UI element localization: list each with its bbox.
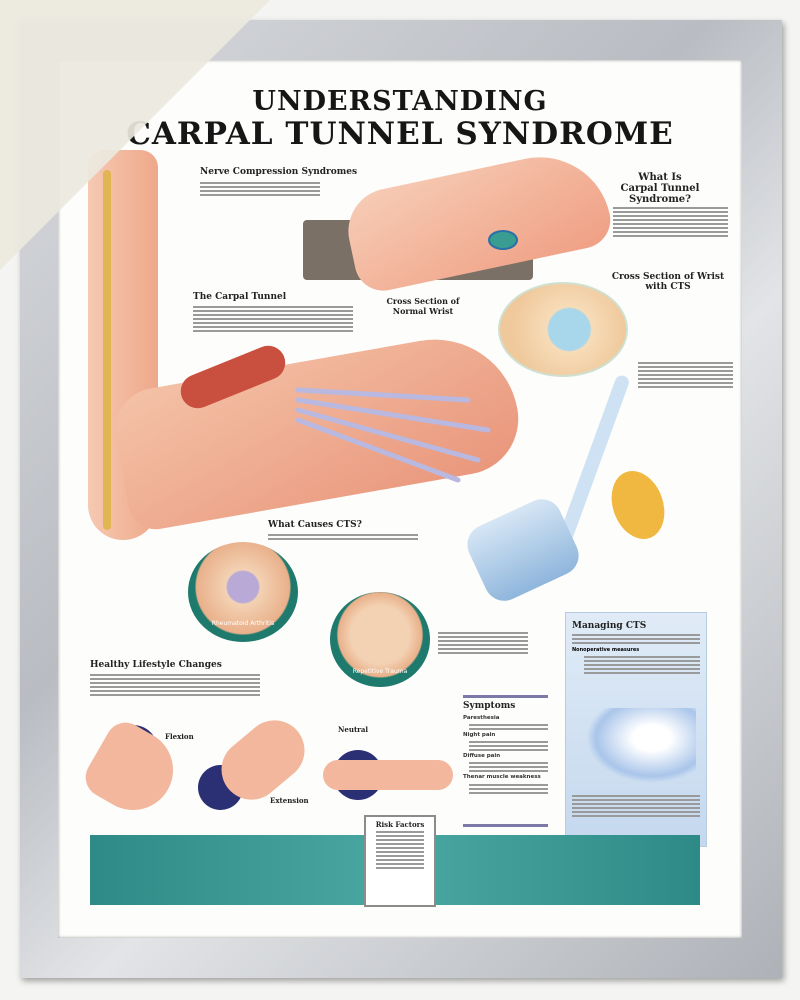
heading-cross-section-cts: Cross Section of Wrist with CTS xyxy=(611,272,725,292)
neutral-hand xyxy=(323,760,453,790)
label-neutral: Neutral xyxy=(338,725,369,734)
median-nerve-illustration xyxy=(103,170,111,530)
heading-risk-factors: Risk Factors xyxy=(375,820,425,829)
protective-sheet-overlay xyxy=(0,0,270,270)
managing-cts-panel: Managing CTS Nonoperative measures xyxy=(565,612,707,847)
nerve-fiber-illustration xyxy=(602,463,674,547)
repetitive-label: Repetitive Trauma xyxy=(352,668,408,675)
symptom-item: Thenar muscle weakness xyxy=(463,774,541,781)
heading-nerve-compression: Nerve Compression Syndromes xyxy=(200,167,358,177)
risk-factors-box: Risk Factors xyxy=(364,815,436,907)
repetitive-trauma-circle: Repetitive Trauma xyxy=(330,592,430,687)
tendons-illustration xyxy=(295,387,491,483)
symptom-item: Diffuse pain xyxy=(463,753,501,760)
divider xyxy=(463,824,548,827)
symptoms-list: Paresthesia Night pain Diffuse pain Then… xyxy=(463,715,548,796)
nerve-bundle-illustration xyxy=(460,492,586,608)
rheumatoid-label: Rheumatoid Arthritis xyxy=(211,620,275,627)
heading-healthy-lifestyle: Healthy Lifestyle Changes xyxy=(90,660,222,670)
heading-what-is-cts: What Is Carpal Tunnel Syndrome? xyxy=(620,172,700,205)
heading-what-causes: What Causes CTS? xyxy=(268,520,362,530)
heading-symptoms: Symptoms xyxy=(463,701,516,711)
divider xyxy=(463,695,548,698)
sleeping-person-illustration xyxy=(586,708,696,783)
poster-title-line1: UNDERSTANDING xyxy=(252,86,548,117)
heading-carpal-tunnel: The Carpal Tunnel xyxy=(193,292,287,302)
heading-cross-section-normal: Cross Section of Normal Wrist xyxy=(386,296,460,316)
label-flexion: Flexion xyxy=(165,732,194,741)
heading-managing: Managing CTS xyxy=(572,621,647,631)
managing-subhead: Nonoperative measures xyxy=(572,647,640,653)
label-extension: Extension xyxy=(270,796,309,805)
symptom-item: Night pain xyxy=(463,732,496,739)
wrist-cross-section-illustration xyxy=(498,282,628,377)
symptom-item: Paresthesia xyxy=(463,715,500,721)
rheumatoid-arthritis-circle: Rheumatoid Arthritis xyxy=(188,542,298,642)
carpal-tunnel-highlight xyxy=(488,230,518,250)
